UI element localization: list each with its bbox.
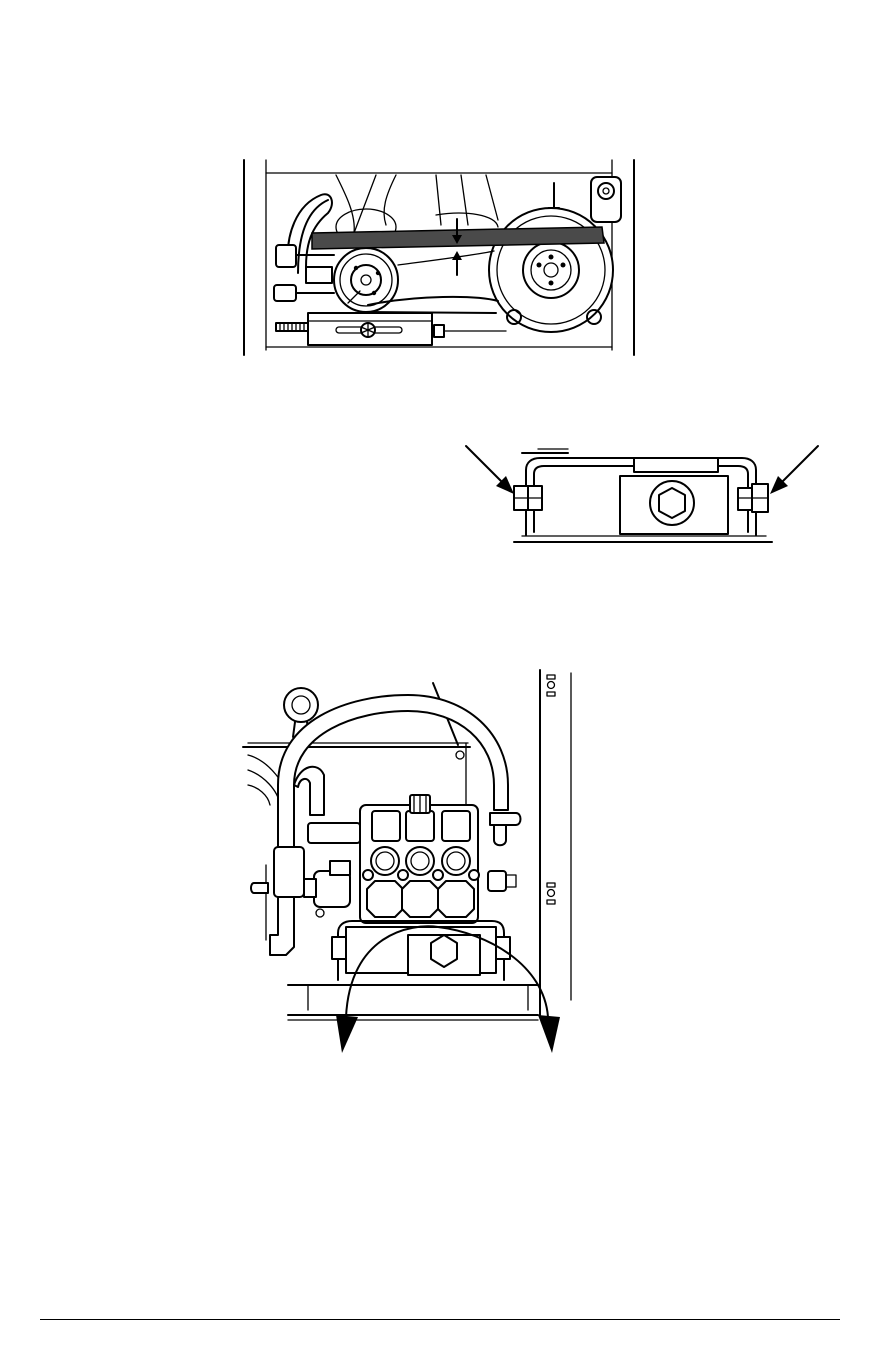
- pump-rotation-figure: [238, 665, 583, 1060]
- pump-mount-bolts-figure: [462, 440, 842, 555]
- footer-rule: [40, 1319, 840, 1320]
- belt-tension-figure: [236, 155, 646, 360]
